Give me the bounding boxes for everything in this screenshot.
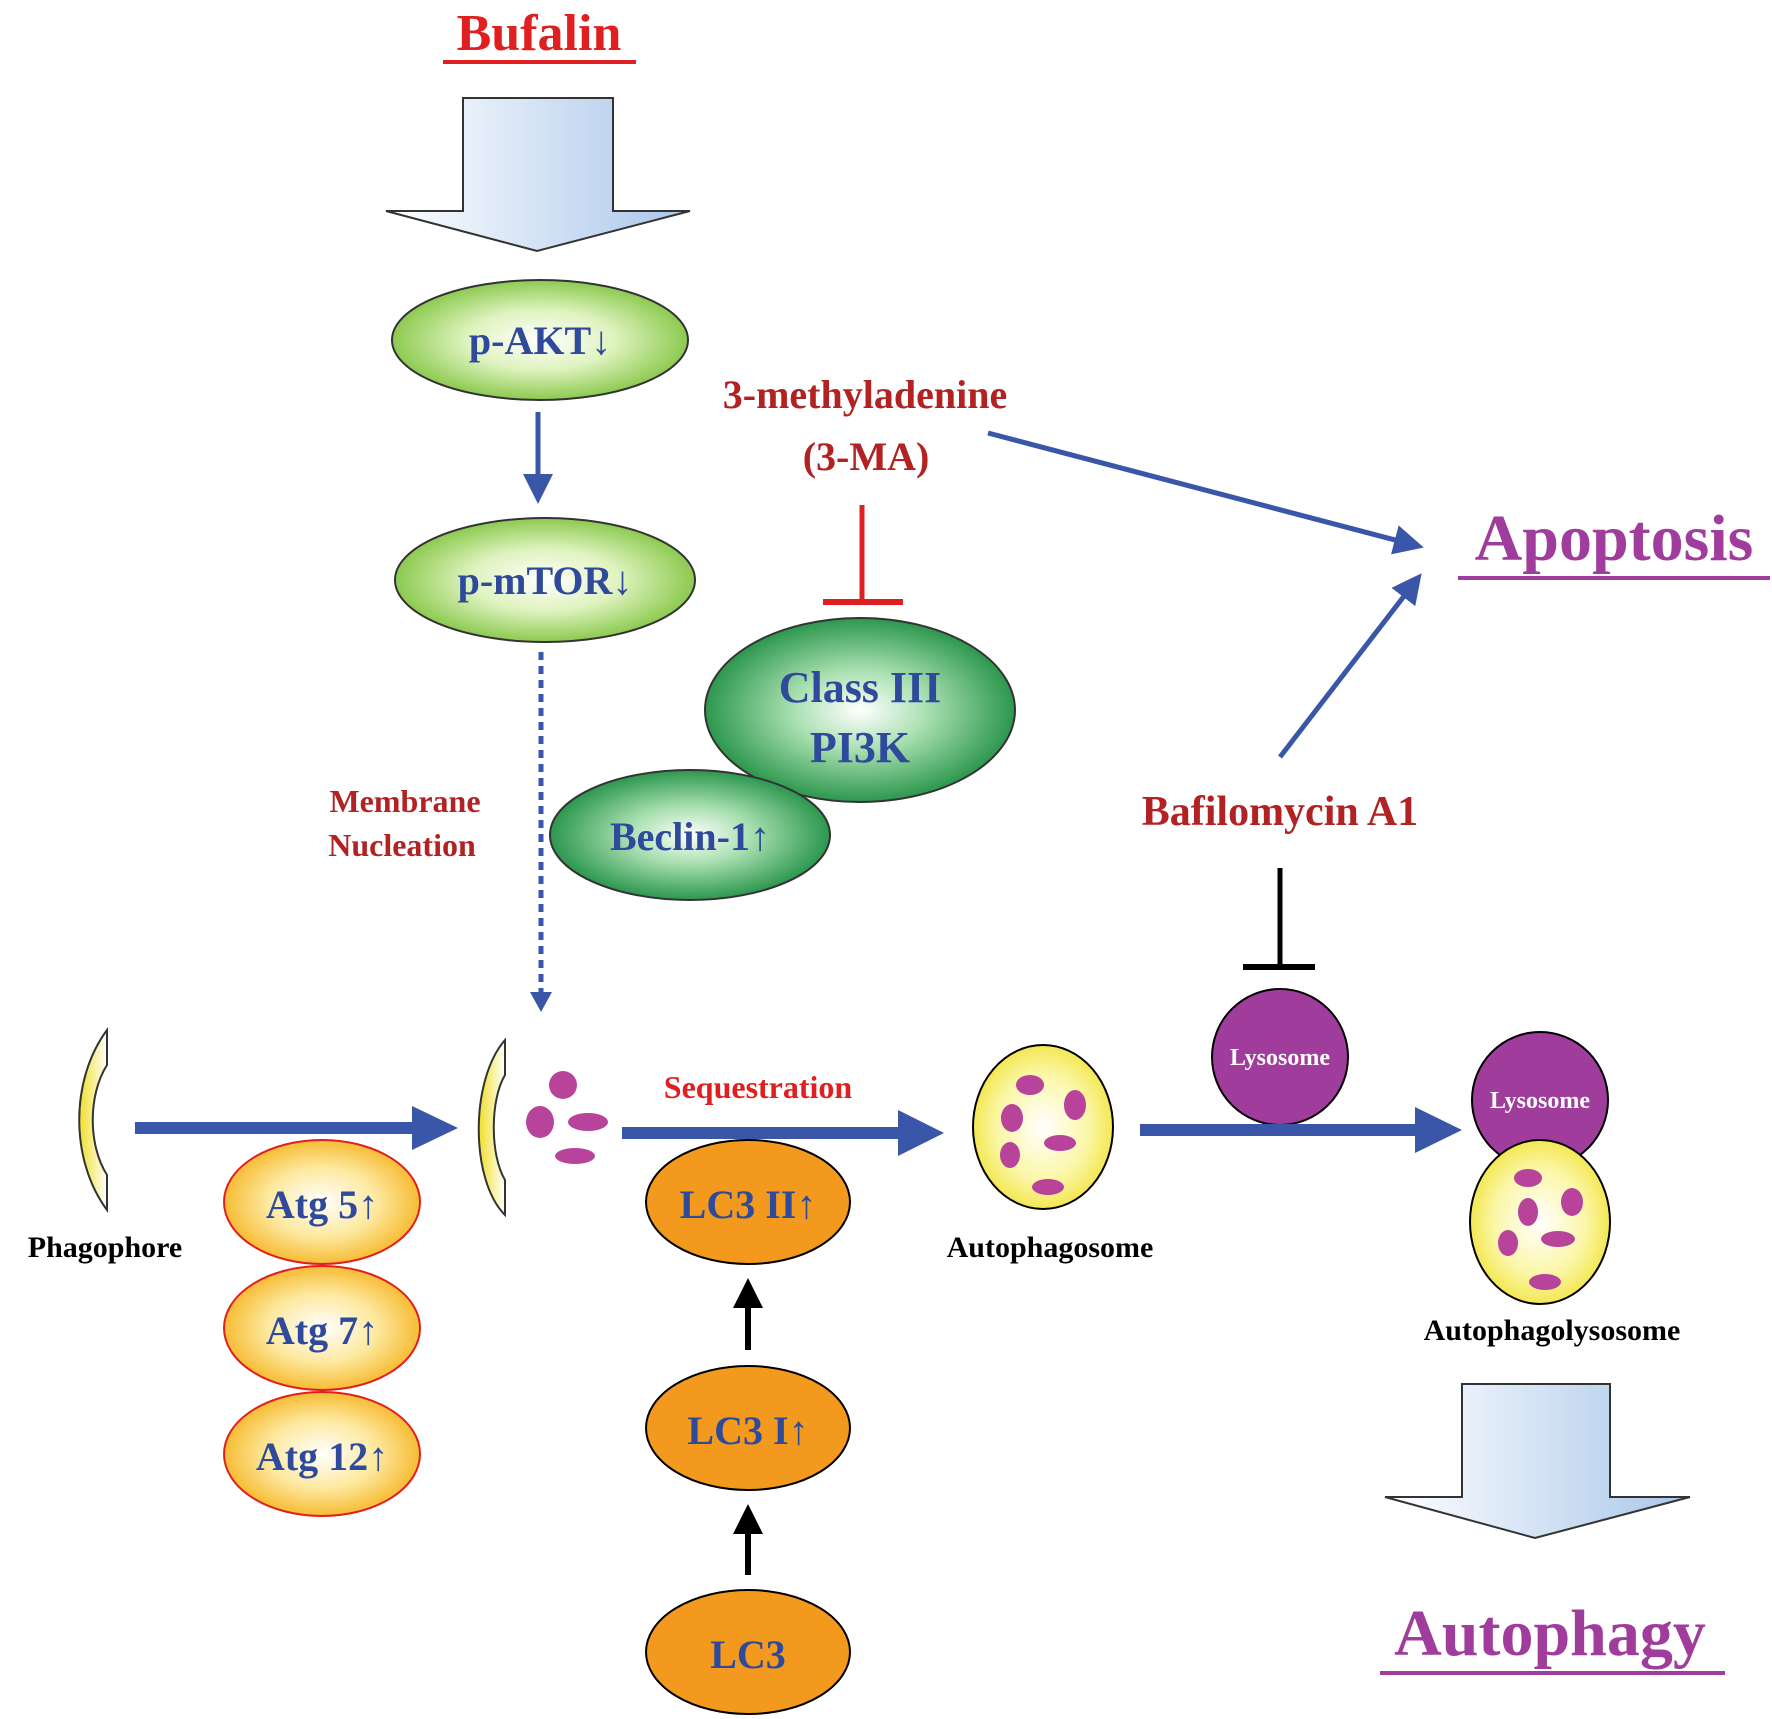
arrow-autophagolysosome-head: [1415, 1107, 1462, 1153]
node-pmtor-label: p-mTOR↓: [458, 558, 633, 603]
lysosome-1-label: Lysosome: [1230, 1045, 1330, 1071]
label-apoptosis: Apoptosis: [1475, 502, 1754, 575]
autophagosome-shape: [972, 1044, 1114, 1210]
node-pakt-label: p-AKT↓: [469, 318, 611, 363]
node-beclin-label: Beclin-1↑: [610, 814, 770, 859]
cargo-dot: [1541, 1231, 1575, 1247]
diagram-title: Bufalin: [457, 5, 622, 62]
node-lc3: [645, 1589, 851, 1715]
autophagolysosome-shape: [1469, 1139, 1611, 1305]
cargo-dot: [1001, 1104, 1023, 1132]
node-atg7: [223, 1265, 421, 1391]
label-membrane: Membrane: [329, 783, 480, 819]
node-lc3i-label: LC3 I↑: [687, 1408, 808, 1453]
phagophore-shape: [78, 1026, 108, 1214]
node-atg12: [223, 1391, 421, 1517]
nucleation-cup: [477, 1037, 506, 1218]
cargo-dot: [1514, 1169, 1542, 1187]
cargo-dot: [1529, 1274, 1561, 1290]
cargo-dot: [549, 1071, 577, 1099]
cargo-dot: [1044, 1135, 1076, 1151]
label-phagophore: Phagophore: [28, 1231, 182, 1264]
node-atg7-label: Atg 7↑: [266, 1308, 378, 1353]
dotted-arrow-head: [530, 992, 552, 1012]
node-lc3-label: LC3: [710, 1632, 786, 1677]
label-3ma-line2: (3-MA): [803, 434, 930, 479]
node-class3-pi3k: [704, 617, 1016, 803]
cargo-dot: [1064, 1090, 1086, 1120]
arrow-sequestration-head: [898, 1110, 944, 1156]
label-sequestration: Sequestration: [664, 1069, 853, 1105]
big-down-arrow-top: [385, 97, 691, 253]
node-class3-line2: PI3K: [810, 723, 910, 772]
node-pakt: [391, 279, 689, 401]
cargo-dot: [1016, 1075, 1044, 1095]
label-nucleation: Nucleation: [328, 827, 476, 863]
cargo-dot: [1000, 1142, 1020, 1168]
node-lc3ii-label: LC3 II↑: [680, 1182, 817, 1227]
cargo-dot: [1561, 1188, 1583, 1216]
node-beclin: [549, 769, 831, 901]
cargo-dot: [1518, 1198, 1538, 1226]
node-lc3i: [645, 1365, 851, 1491]
label-3ma-line1: 3-methyladenine: [723, 372, 1007, 417]
label-bafilomycin: Bafilomycin A1: [1142, 789, 1419, 835]
node-atg5: [223, 1139, 421, 1265]
node-lc3ii: [645, 1139, 851, 1265]
cargo-dot: [568, 1113, 608, 1131]
node-class3-line1: Class III: [779, 663, 942, 712]
node-atg5-label: Atg 5↑: [266, 1182, 378, 1227]
arrow-bafilomycin-to-apoptosis: [1278, 573, 1422, 759]
lysosome-2-label: Lysosome: [1490, 1088, 1590, 1114]
cargo-dot: [526, 1106, 554, 1138]
arrow-3ma-to-apoptosis: [987, 430, 1424, 555]
node-atg12-label: Atg 12↑: [256, 1434, 388, 1479]
big-down-arrow-bottom: [1384, 1383, 1691, 1540]
label-autophagosome: Autophagosome: [947, 1231, 1154, 1264]
cargo-dot: [555, 1148, 595, 1164]
cargo-dot: [1032, 1179, 1064, 1195]
label-autophagy: Autophagy: [1394, 1597, 1706, 1670]
arrow-phagophore-head: [412, 1106, 458, 1150]
cargo-dot: [1498, 1230, 1518, 1256]
label-autophagolysosome: Autophagolysosome: [1424, 1314, 1681, 1347]
node-pmtor: [394, 517, 696, 643]
